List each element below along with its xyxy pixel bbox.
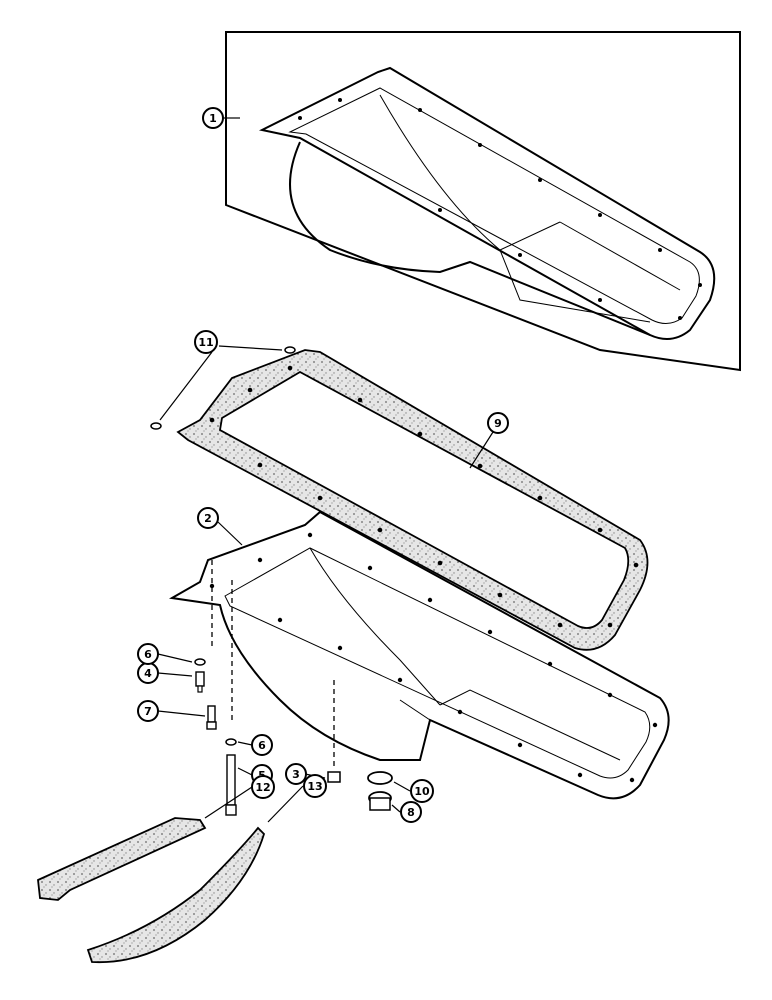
callout-7: 7: [137, 700, 159, 722]
svg-text:9: 9: [494, 417, 502, 430]
callout-3: 3: [285, 763, 307, 785]
callout-10: 10: [410, 779, 434, 803]
svg-text:2: 2: [204, 512, 212, 525]
callout-6-lower: 6: [251, 734, 273, 756]
svg-text:6: 6: [144, 648, 152, 661]
svg-text:8: 8: [407, 806, 415, 819]
callout-6-upper: 6: [137, 643, 159, 665]
svg-text:12: 12: [255, 781, 270, 794]
callout-13: 13: [303, 774, 327, 798]
svg-text:3: 3: [292, 768, 300, 781]
svg-text:10: 10: [414, 785, 430, 798]
callout-4: 4: [137, 662, 159, 684]
callout-8: 8: [400, 801, 422, 823]
svg-text:6: 6: [258, 739, 266, 752]
oil-pan-gasket: [176, 349, 649, 651]
rear-seal-gasket: [86, 826, 266, 964]
svg-text:11: 11: [198, 336, 213, 349]
callout-9: 9: [487, 412, 509, 434]
callout-1: 1: [202, 107, 224, 129]
svg-text:1: 1: [209, 112, 217, 125]
oil-pan-assembly-inset: [258, 66, 716, 340]
svg-text:4: 4: [144, 667, 152, 680]
hardware: [194, 658, 393, 816]
svg-text:13: 13: [307, 780, 322, 793]
oil-pan: [168, 510, 670, 800]
alignment-lines: [211, 560, 335, 770]
callout-2: 2: [197, 507, 219, 529]
leader-lines: [157, 117, 494, 823]
callout-12: 12: [251, 775, 275, 799]
dowel-pins: [150, 346, 296, 430]
front-seal-gasket: [37, 817, 207, 901]
svg-text:7: 7: [144, 705, 152, 718]
inset-frame: [225, 31, 741, 372]
callout-11: 11: [194, 330, 218, 354]
